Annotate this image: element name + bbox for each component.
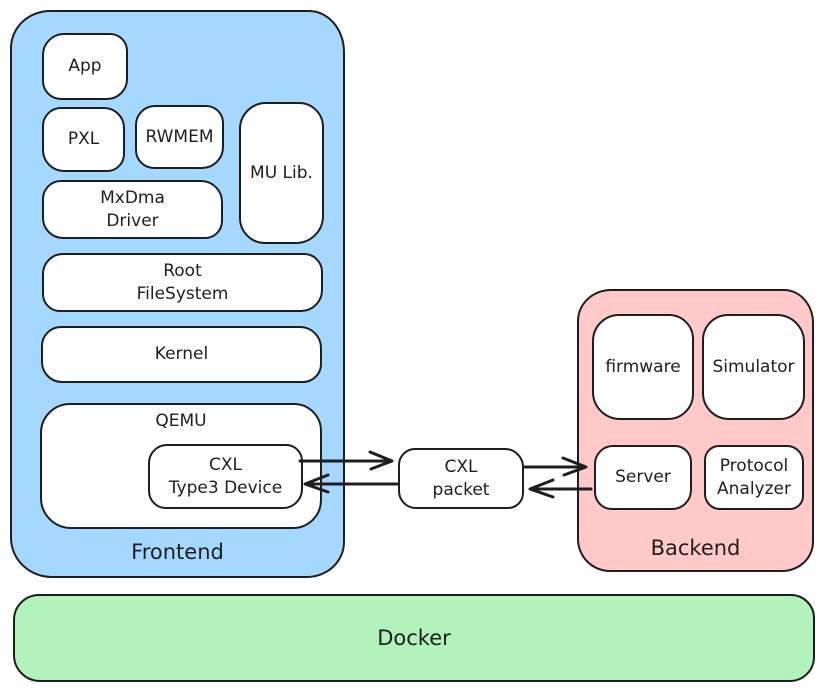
box-cxl-packet: CXL packet [398,448,524,509]
box-simulator-label: Simulator [712,356,795,377]
box-server-label: Server [615,467,671,488]
box-mu-lib-label: MU Lib. [250,162,313,183]
box-cxl-type3-device-label: CXL Type3 Device [168,454,283,498]
box-mxdma-driver-label: MxDma Driver [100,187,165,231]
box-firmware: firmware [592,314,694,420]
box-mxdma-driver: MxDma Driver [42,180,223,239]
box-kernel-label: Kernel [154,344,209,365]
backend-label: Backend [650,536,741,560]
backend-container: firmware Simulator Server Protocol Analy… [577,289,814,572]
box-pxl-label: PXL [67,129,100,150]
box-kernel: Kernel [41,326,322,383]
box-qemu: QEMU CXL Type3 Device [40,403,322,529]
box-cxl-packet-label: CXL packet [432,456,490,500]
box-mu-lib: MU Lib. [239,102,324,244]
box-protocol-analyzer: Protocol Analyzer [704,445,804,510]
box-rwmem: RWMEM [135,105,224,169]
box-app: App [42,33,128,100]
box-server: Server [594,445,692,510]
docker-label: Docker [377,626,451,650]
box-firmware-label: firmware [605,356,681,377]
box-rwmem-label: RWMEM [145,126,214,147]
box-app-label: App [68,56,102,77]
docker-container: Docker [13,594,815,682]
frontend-container: App PXL RWMEM MU Lib. MxDma Driver Root … [10,10,345,578]
frontend-label: Frontend [131,540,224,564]
box-pxl: PXL [42,107,125,172]
box-cxl-type3-device: CXL Type3 Device [148,444,303,509]
box-qemu-label: QEMU [155,411,207,431]
box-simulator: Simulator [702,314,805,420]
box-protocol-analyzer-label: Protocol Analyzer [717,455,791,499]
box-root-filesystem-label: Root FileSystem [136,260,229,304]
box-root-filesystem: Root FileSystem [42,253,323,312]
